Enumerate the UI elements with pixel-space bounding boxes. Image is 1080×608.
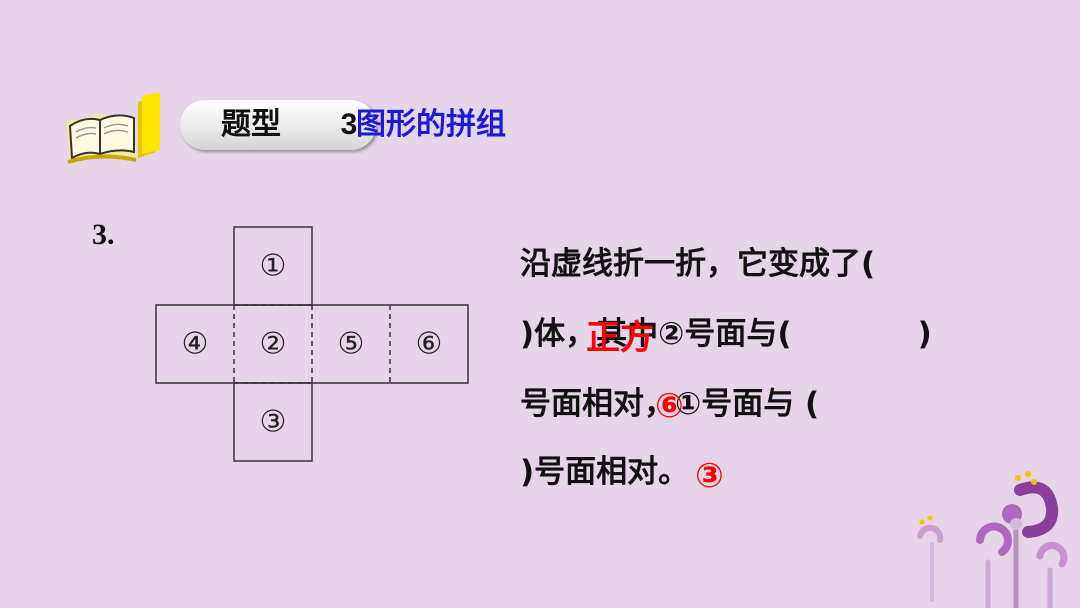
question-type-header: 题型 3 图形的拼组 <box>60 92 580 172</box>
question-type-pill: 题型 3 <box>180 100 376 150</box>
question-type-number: 3 <box>340 108 358 141</box>
question-number: 3. <box>92 218 115 251</box>
question-line: )体，其中②号面与() <box>520 312 932 356</box>
question-line: )号面相对。 <box>520 454 690 490</box>
answer-text: ⑥ <box>655 386 684 426</box>
answer-text: ③ <box>695 456 724 496</box>
flower-decoration <box>917 471 1068 608</box>
question-line: 沿虚线折一折，它变成了( <box>520 246 876 282</box>
net-face-label: ⑤ <box>338 328 365 361</box>
book-icon <box>66 92 160 164</box>
net-face-label: ③ <box>260 406 287 439</box>
question-line-text: )体，其中②号面与( <box>520 316 792 352</box>
net-face-label: ⑥ <box>416 328 443 361</box>
answer-text: 正方 <box>586 318 654 358</box>
question-line: 号面相对，①号面与 ( <box>520 386 820 422</box>
section-title: 图形的拼组 <box>356 107 506 142</box>
net-face-label: ④ <box>182 328 209 361</box>
net-face-label: ① <box>260 250 287 283</box>
cube-net-diagram: ① ④ ② ⑤ ⑥ ③ <box>155 226 469 462</box>
question-line-text: ) <box>917 316 932 352</box>
question-type-label: 题型 <box>221 107 281 142</box>
net-face-label: ② <box>260 328 287 361</box>
